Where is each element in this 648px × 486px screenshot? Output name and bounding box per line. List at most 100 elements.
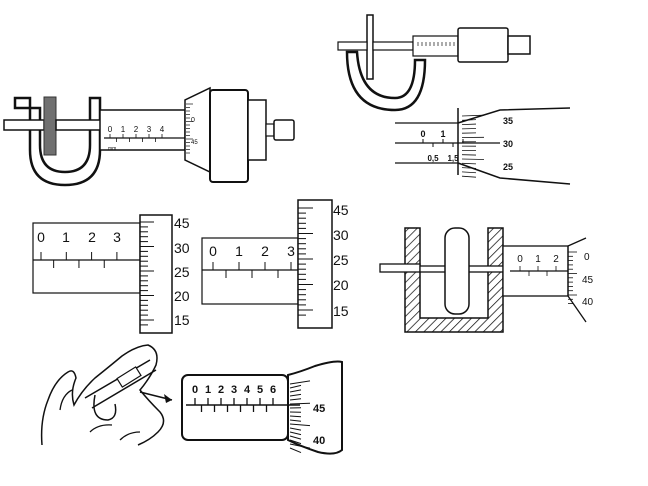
sleeve-label-3: 3 [287,243,295,259]
sleeve-label-3: 3 [113,229,121,245]
thimble-label-15: 15 [174,312,190,328]
small-spindle [372,41,414,51]
sleeve-label-1: 1 [535,254,541,265]
small-sleeve [412,35,459,57]
thimble-scale [140,221,154,326]
sleeve-label-1: 1 [62,229,70,245]
anvil-rod [3,119,45,131]
sleeve-label-0: 0 [209,243,217,259]
thumb-sketch [59,389,141,441]
hand-held-micrometer: 0 1 2 3 4 5 6 45 40 [40,344,343,455]
thimble [209,89,249,183]
sleeve-label-6: 6 [270,384,276,396]
thimble-label-45: 45 [582,275,594,286]
small-sleeve-scale [417,42,455,46]
tick-mark [461,175,477,178]
sleeve-label-2: 2 [218,384,224,396]
thimble-scale [298,207,313,316]
small-thimble [457,27,509,63]
held-micrometer [84,359,157,421]
thimble-label-35: 35 [503,116,513,126]
enlarged-sleeve-scale [422,139,464,147]
thimble-label-45: 45 [174,215,190,231]
sleeve [99,109,186,151]
pointer-arrowhead [164,394,172,403]
sleeve-label-2: 2 [134,125,139,134]
thimble-label-40: 40 [313,435,325,447]
sleeve-bottom-label-05: 0,5 [427,154,439,163]
sleeve-label-1: 1 [205,384,211,396]
thimble-label-15: 15 [333,303,349,319]
sleeve-scale [519,266,557,276]
micrometer-side-view: 0 1 2 3 4 mm 0 45 [3,86,295,187]
sleeve-label-1: 1 [121,125,126,134]
tick-mark [289,423,311,427]
hatched-frame [404,227,504,333]
sleeve-top-label-1: 1 [440,129,445,139]
tick-mark [289,435,302,440]
thimble-label-25: 25 [503,162,513,172]
anvil-rod [379,263,421,273]
sleeve-label-3: 3 [147,125,152,134]
sleeve-label-5: 5 [257,384,263,396]
sleeve-label-0: 0 [37,229,45,245]
micrometer-with-enlarged-scale: 0 1 0,5 1,5 35 30 25 [337,14,571,185]
tick-mark [289,380,311,385]
sleeve-label-2: 2 [88,229,96,245]
thimble-label-45: 45 [333,202,349,218]
measured-object [43,96,57,156]
measured-cylinder [444,227,470,315]
thimble-label-40: 40 [582,297,594,308]
thimble-label-25: 25 [174,264,190,280]
tick-mark [289,415,302,418]
tick-mark [461,123,477,125]
small-anvil-rod [337,41,368,51]
micrometer-frame [13,96,102,187]
thimble-label-30: 30 [174,240,190,256]
tick-mark [289,447,302,454]
tick-mark [289,389,302,393]
tick-mark [461,119,477,121]
sleeve-scale [40,252,118,268]
held-sleeve [116,366,142,388]
tick-mark [461,167,477,169]
thimble-label-45: 45 [313,403,325,415]
thimble-label-30: 30 [333,227,349,243]
sleeve-label-4: 4 [244,384,251,396]
small-micrometer-frame [345,50,427,112]
sleeve-top-label-0: 0 [420,129,425,139]
tick-mark [289,393,302,397]
tick-mark [461,162,477,165]
tick-mark [289,427,302,431]
sleeve-label-0: 0 [108,125,113,134]
ratchet-neck [265,123,275,137]
tick-mark [289,398,302,401]
sleeve-scale [194,398,274,412]
sleeve-label-2: 2 [553,254,559,265]
scale-reading-a: 0 1 2 3 45 30 25 20 15 [32,214,190,334]
thimble-label-0: 0 [584,252,590,263]
tick-mark [289,384,302,389]
sleeve-label-0: 0 [517,254,523,265]
small-anvil-plate [366,14,374,80]
tick-mark [289,439,302,445]
thimble-label-30: 30 [503,139,513,149]
scale-reading-b: 0 1 2 3 45 30 25 20 15 [201,199,349,329]
thimble-scale [289,380,311,454]
thimble-scale [186,103,193,154]
enlarged-thimble-scale [461,114,485,178]
ratchet-base [247,99,267,161]
sleeve-label-0: 0 [192,384,198,396]
sleeve-label-3: 3 [231,384,237,396]
hand-sketch [40,344,165,446]
thimble-label-0: 0 [191,117,195,124]
tick-mark [461,114,485,117]
sleeve-scale [212,262,292,278]
thimble-label-20: 20 [333,277,349,293]
thimble-outline [567,237,587,323]
tick-mark [289,419,302,422]
tick-mark [289,402,311,405]
enlarged-sleeve [181,374,289,441]
tick-mark [461,171,477,174]
